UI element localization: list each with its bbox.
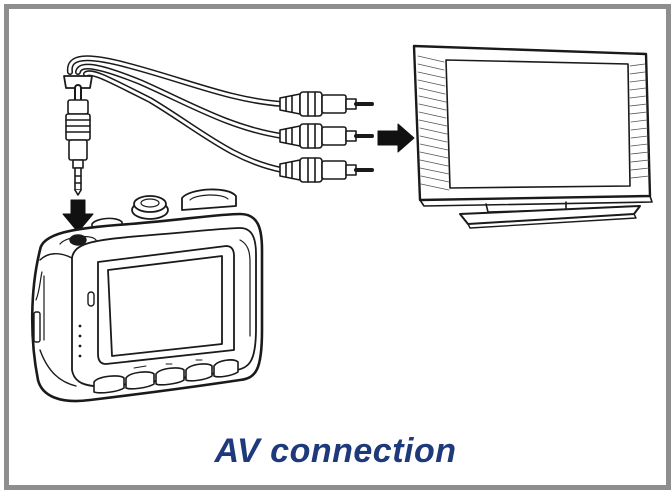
diagram-caption: AV connection <box>214 432 457 470</box>
arrow-down-icon <box>62 199 94 233</box>
arrow-right-icon <box>377 123 415 153</box>
car-dash-camera-icon <box>30 188 264 403</box>
av-rca-cable-icon <box>63 55 374 196</box>
flat-tv-monitor-icon <box>412 44 653 229</box>
